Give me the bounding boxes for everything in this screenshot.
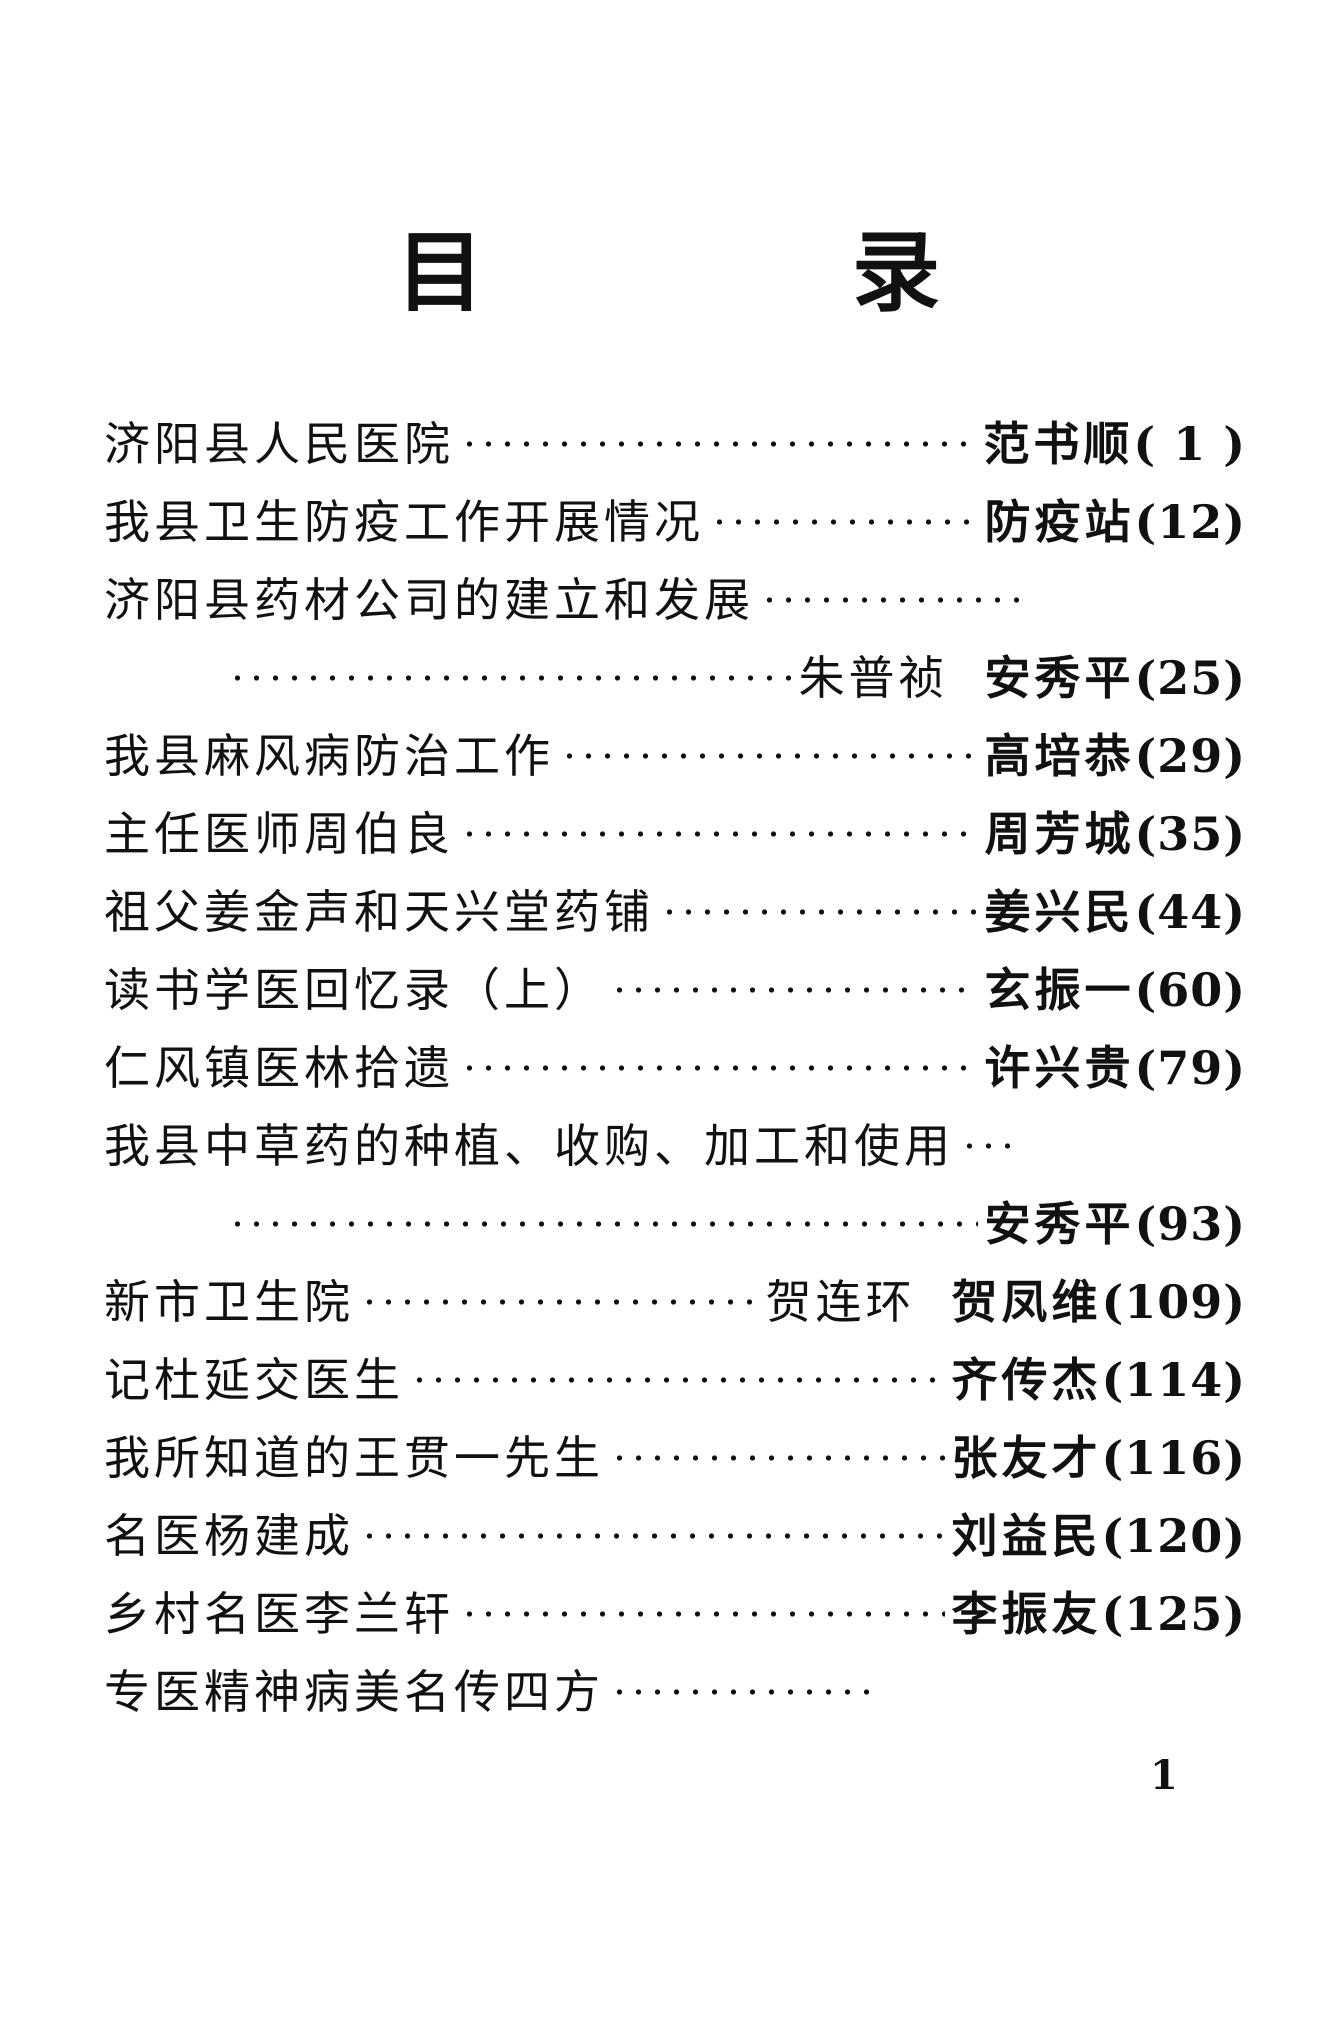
dot-leader bbox=[960, 1141, 1020, 1151]
entry-author: 防疫站 bbox=[984, 495, 1135, 549]
entry-title: 我所知道的王贯一先生 bbox=[104, 1431, 604, 1485]
entry-title: 仁风镇医林拾遗 bbox=[104, 1041, 454, 1095]
entry-page: (79) bbox=[1134, 1041, 1246, 1095]
entry-author: 李振友 bbox=[951, 1587, 1102, 1641]
table-of-contents: 济阳县人民医院 范书顺( 1 ) 我县卫生防疫工作开展情况 防疫站(12) 济阳县药材公… bbox=[104, 405, 1246, 1731]
entry-page: (29) bbox=[1134, 729, 1246, 783]
dot-leader bbox=[460, 1609, 946, 1619]
dot-leader bbox=[460, 439, 978, 449]
page-title: 目 录 bbox=[395, 220, 1080, 324]
dot-leader bbox=[460, 1063, 979, 1073]
dot-leader bbox=[660, 907, 979, 917]
entry-page: (109) bbox=[1101, 1275, 1246, 1329]
entry-page: ( 1 ) bbox=[1133, 417, 1246, 471]
dot-leader bbox=[410, 1375, 946, 1385]
toc-entry: 读书学医回忆录（上） 玄振一(60) bbox=[104, 951, 1246, 1029]
entry-title: 名医杨建成 bbox=[104, 1509, 354, 1563]
dot-leader bbox=[760, 595, 1020, 605]
entry-page: (25) bbox=[1134, 651, 1246, 705]
page-number: 1 bbox=[1150, 1752, 1178, 1799]
toc-entry-continuation: 安秀平(93) bbox=[104, 1185, 1246, 1263]
entry-title: 主任医师周伯良 bbox=[104, 807, 454, 861]
entry-author: 齐传杰 bbox=[951, 1353, 1102, 1407]
entry-author: 贺凤维 bbox=[951, 1275, 1102, 1329]
entry-author: 周芳城 bbox=[984, 807, 1135, 861]
entry-title: 济阳县人民医院 bbox=[104, 417, 454, 471]
entry-author: 高培恭 bbox=[984, 729, 1135, 783]
entry-author: 姜兴民 bbox=[984, 885, 1135, 939]
entry-author: 刘益民 bbox=[951, 1509, 1102, 1563]
toc-entry: 新市卫生院 贺连环贺凤维(109) bbox=[104, 1263, 1246, 1341]
entry-page: (44) bbox=[1134, 885, 1246, 939]
entry-page: (120) bbox=[1101, 1509, 1246, 1563]
toc-entry: 我所知道的王贯一先生 张友才(116) bbox=[104, 1419, 1246, 1497]
entry-title: 我县卫生防疫工作开展情况 bbox=[104, 495, 704, 549]
entry-page: (114) bbox=[1101, 1353, 1246, 1407]
toc-entry: 我县中草药的种植、收购、加工和使用 bbox=[104, 1107, 1246, 1185]
dot-leader bbox=[228, 673, 793, 683]
entry-page: (125) bbox=[1101, 1587, 1246, 1641]
entry-title: 祖父姜金声和天兴堂药铺 bbox=[104, 885, 654, 939]
entry-page: (12) bbox=[1134, 495, 1246, 549]
entry-page: (116) bbox=[1101, 1431, 1246, 1485]
toc-entry: 记杜延交医生 齐传杰(114) bbox=[104, 1341, 1246, 1419]
entry-author: 安秀平 bbox=[984, 1197, 1135, 1251]
entry-author: 玄振一 bbox=[984, 963, 1135, 1017]
dot-leader bbox=[710, 517, 979, 527]
entry-title: 新市卫生院 bbox=[104, 1275, 354, 1329]
toc-entry: 济阳县人民医院 范书顺( 1 ) bbox=[104, 405, 1246, 483]
entry-title: 记杜延交医生 bbox=[104, 1353, 404, 1407]
entry-title: 专医精神病美名传四方 bbox=[104, 1665, 604, 1719]
toc-entry: 仁风镇医林拾遗 许兴贵(79) bbox=[104, 1029, 1246, 1107]
toc-entry: 济阳县药材公司的建立和发展 bbox=[104, 561, 1246, 639]
entry-author: 许兴贵 bbox=[984, 1041, 1135, 1095]
toc-entry: 祖父姜金声和天兴堂药铺 姜兴民(44) bbox=[104, 873, 1246, 951]
dot-leader bbox=[610, 1453, 946, 1463]
entry-title: 乡村名医李兰轩 bbox=[104, 1587, 454, 1641]
entry-title: 济阳县药材公司的建立和发展 bbox=[104, 573, 754, 627]
entry-co-author: 朱普祯 bbox=[798, 651, 949, 705]
entry-author: 范书顺 bbox=[983, 417, 1134, 471]
toc-entry: 主任医师周伯良 周芳城(35) bbox=[104, 795, 1246, 873]
dot-leader bbox=[610, 985, 979, 995]
dot-leader bbox=[610, 1687, 870, 1697]
entry-page: (35) bbox=[1134, 807, 1246, 861]
entry-title: 读书学医回忆录（上） bbox=[104, 963, 604, 1017]
entry-page: (60) bbox=[1134, 963, 1246, 1017]
toc-entry: 我县卫生防疫工作开展情况 防疫站(12) bbox=[104, 483, 1246, 561]
entry-author: 安秀平 bbox=[984, 651, 1135, 705]
entry-co-author: 贺连环 bbox=[765, 1275, 916, 1329]
entry-author: 张友才 bbox=[951, 1431, 1102, 1485]
dot-leader bbox=[360, 1297, 760, 1307]
toc-entry: 专医精神病美名传四方 bbox=[104, 1653, 1246, 1731]
entry-page: (93) bbox=[1134, 1197, 1246, 1251]
dot-leader bbox=[460, 829, 979, 839]
entry-title: 我县中草药的种植、收购、加工和使用 bbox=[104, 1119, 954, 1173]
toc-entry-continuation: 朱普祯安秀平(25) bbox=[104, 639, 1246, 717]
toc-entry: 名医杨建成 刘益民(120) bbox=[104, 1497, 1246, 1575]
dot-leader bbox=[228, 1219, 979, 1229]
toc-entry: 我县麻风病防治工作 高培恭(29) bbox=[104, 717, 1246, 795]
dot-leader bbox=[560, 751, 979, 761]
toc-entry: 乡村名医李兰轩 李振友(125) bbox=[104, 1575, 1246, 1653]
entry-title: 我县麻风病防治工作 bbox=[104, 729, 554, 783]
dot-leader bbox=[360, 1531, 946, 1541]
